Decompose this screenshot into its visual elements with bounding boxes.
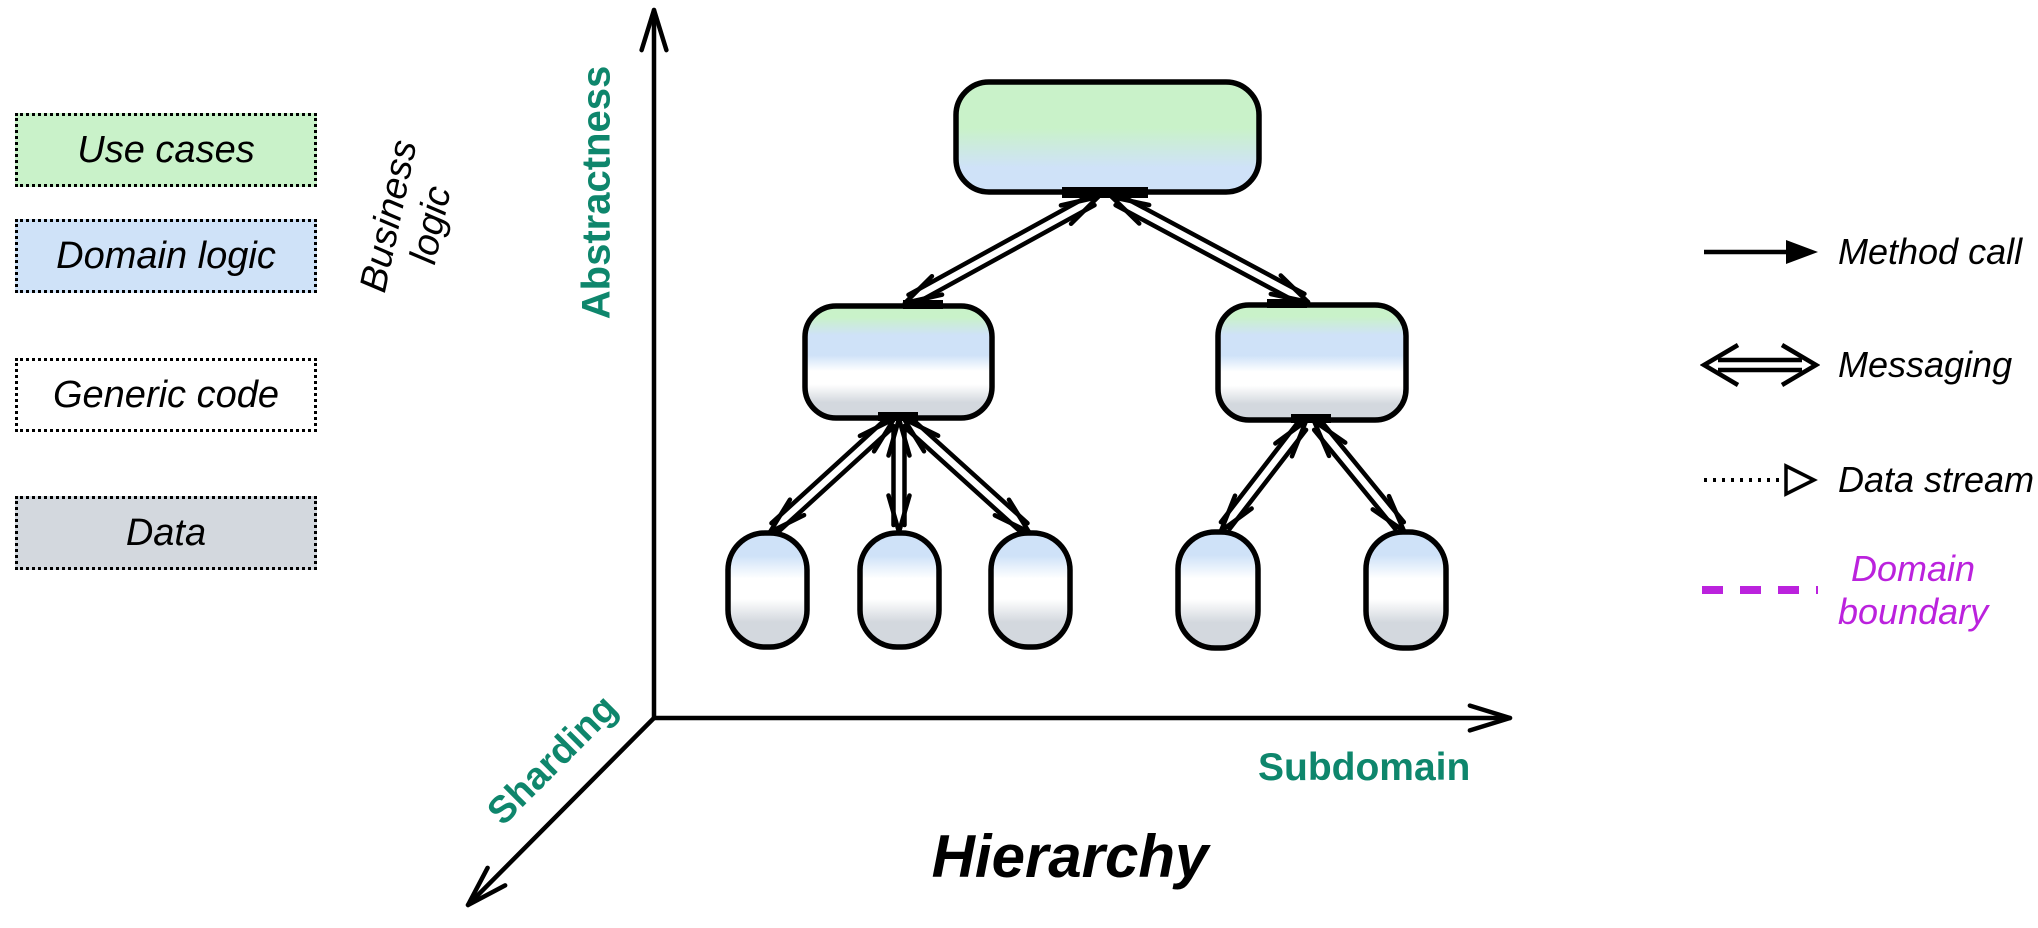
- messaging-arrowhead: [1109, 194, 1152, 208]
- legend-item-data-stream: Data stream: [1700, 450, 2034, 510]
- x-axis-label: Subdomain: [1258, 746, 1471, 789]
- data-stream-arrow-icon: [1704, 463, 1818, 497]
- messaging-arrow: [767, 416, 897, 535]
- messaging-arrowhead: [896, 416, 912, 458]
- messaging-arrow-line: [1311, 427, 1398, 532]
- messaging-arrow-line: [906, 193, 1092, 298]
- z-axis-line: [469, 715, 657, 904]
- tree-node-mid-right: [1215, 302, 1409, 423]
- x-axis-arrowhead: [1467, 715, 1513, 733]
- tree-node-leaf-3: [988, 530, 1073, 650]
- legend-layer-data-label: Data: [125, 511, 207, 554]
- messaging-arrowhead: [886, 416, 902, 458]
- messaging-arrow-line: [1118, 193, 1307, 297]
- messaging-arrowhead: [992, 513, 1032, 535]
- y-axis-label: Abstractness: [574, 65, 619, 320]
- legend-layer-use-cases: Use cases: [15, 113, 317, 187]
- messaging-arrowhead: [1068, 194, 1101, 227]
- legend-item-messaging-label: Messaging: [1838, 344, 2013, 386]
- messaging-arrowhead: [1311, 418, 1348, 445]
- messaging-arrowhead: [1370, 507, 1407, 534]
- messaging-arrowhead: [901, 416, 941, 438]
- messaging-arrowhead: [1218, 506, 1254, 534]
- messaging-arrowhead: [901, 416, 927, 454]
- legend-item-messaging: Messaging: [1700, 335, 2012, 395]
- y-axis-arrowhead: [639, 7, 657, 53]
- messaging-arrow-line: [769, 417, 888, 526]
- messaging-arrow: [886, 416, 912, 535]
- legend-item-method-call-label: Method call: [1838, 231, 2023, 273]
- legend-layer-data: Data: [15, 496, 317, 570]
- legend-layer-generic-code: Generic code: [15, 358, 317, 432]
- messaging-arrowhead: [1273, 418, 1309, 446]
- messaging-arrowhead: [1109, 194, 1142, 226]
- messaging-arrowhead: [1058, 194, 1101, 208]
- messaging-arrowhead: [1218, 493, 1238, 534]
- messaging-arrow-line: [903, 425, 1023, 534]
- tree-node-leaf-2: [857, 530, 942, 650]
- messaging-arrowhead: [767, 512, 807, 535]
- legend-layer-generic-code-label: Generic code: [52, 373, 279, 416]
- y-axis-arrowhead: [651, 7, 669, 53]
- messaging-arrowhead: [1386, 493, 1407, 534]
- domain-boundary-dash-icon: [1702, 586, 1818, 594]
- legend-item-method-call: Method call: [1700, 222, 2022, 282]
- legend-layer-domain-logic-label: Domain logic: [56, 234, 276, 277]
- legend-layer-domain-logic: Domain logic: [15, 219, 317, 293]
- messaging-arrow-line: [1227, 427, 1309, 532]
- legend-item-data-stream-label: Data stream: [1838, 459, 2035, 501]
- tree-node-leaf-5: [1363, 529, 1449, 651]
- axes: [465, 7, 1513, 908]
- tree-node-leaf-4: [1175, 529, 1261, 651]
- tree-node-leaf-1: [725, 530, 810, 650]
- messaging-arrow-line: [910, 417, 1030, 526]
- messaging-arrow-line: [1113, 202, 1302, 306]
- connection-port-bar: [878, 412, 918, 421]
- messaging-arrow: [1218, 418, 1309, 534]
- messaging-arrowhead: [871, 416, 897, 454]
- connection-port-bar: [1062, 187, 1148, 198]
- method-call-arrow-icon: [1704, 240, 1818, 264]
- tree-node-root: [953, 79, 1262, 195]
- messaging-arrow-line: [1320, 420, 1407, 525]
- messaging-arrow-line: [911, 202, 1097, 307]
- messaging-arrowhead: [767, 497, 793, 535]
- connection-port-bar: [1267, 299, 1307, 308]
- legend-layer-use-cases-label: Use cases: [77, 128, 255, 171]
- tree-node-mid-left: [802, 303, 995, 421]
- messaging-arrowhead: [1311, 418, 1332, 459]
- x-axis-arrowhead: [1467, 703, 1513, 721]
- z-axis-arrowhead: [465, 883, 508, 908]
- messaging-arrow: [901, 416, 1032, 535]
- legend-item-domain-boundary: Domain boundary: [1700, 525, 1988, 655]
- messaging-arrow-line: [776, 425, 895, 534]
- messaging-arrowhead: [857, 416, 897, 439]
- messaging-arrowhead: [1278, 273, 1311, 305]
- messaging-arrow-line: [1218, 420, 1300, 525]
- messaging-arrow: [902, 193, 1101, 307]
- connection-port-bar: [1291, 414, 1331, 423]
- messaging-arrowhead: [902, 273, 935, 306]
- messaging-arrowhead: [1006, 497, 1032, 535]
- messaging-arrowhead: [886, 493, 902, 535]
- messaging-arrow: [1109, 193, 1311, 306]
- messaging-arrowhead: [896, 493, 912, 535]
- messaging-arrowhead: [1289, 418, 1309, 459]
- messaging-arrow: [1311, 418, 1407, 534]
- z-axis-arrowhead: [465, 865, 490, 908]
- connection-port-bar: [903, 300, 943, 309]
- messaging-arrow-icon: [1700, 343, 1820, 387]
- diagram-title: Hierarchy: [931, 823, 1209, 890]
- legend-item-domain-boundary-label: Domain boundary: [1838, 547, 1989, 632]
